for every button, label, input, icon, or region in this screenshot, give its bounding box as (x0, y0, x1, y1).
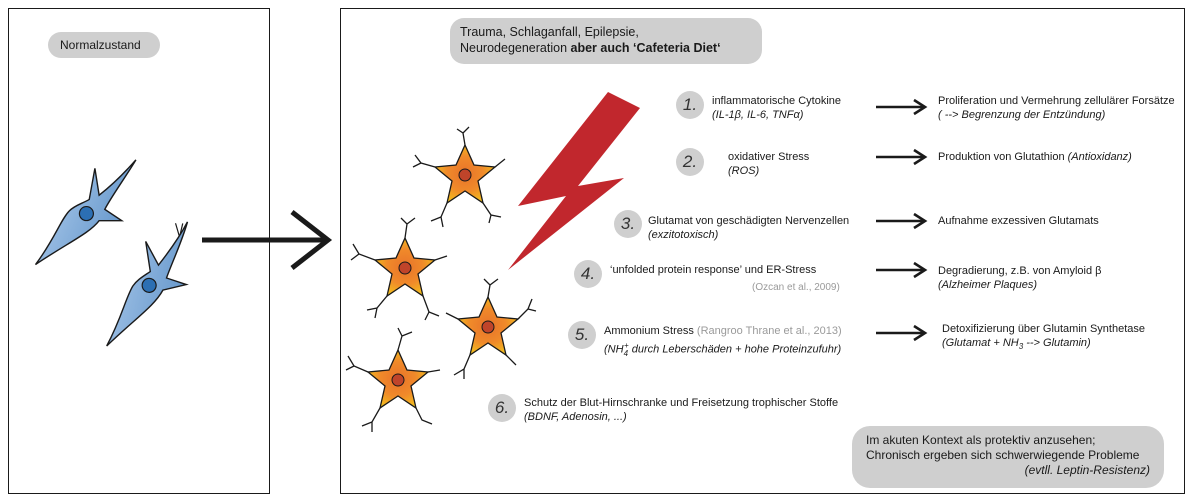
left-panel (8, 8, 270, 494)
item-5-title: Ammonium Stress (Rangroo Thrane et al., … (604, 325, 842, 337)
conclusion-line1: Im akuten Kontext als protektiv anzusehe… (866, 433, 1096, 447)
item-4-number: 4. (574, 260, 602, 288)
item-5-number: 5. (568, 321, 596, 349)
item-6-number: 6. (488, 394, 516, 422)
reactive-astrocyte-3 (445, 278, 537, 379)
conclusion-pill: Im akuten Kontext als protektiv anzusehe… (852, 426, 1164, 488)
header-line1: Trauma, Schlaganfall, Epilepsie, (460, 25, 639, 39)
item-4-effect: Degradierung, z.B. von Amyloid β (938, 265, 1102, 277)
reactive-astrocyte-2 (350, 217, 448, 321)
conclusion-line3: (evtll. Leptin-Resistenz) (1024, 463, 1150, 477)
item-3-sub: (exzitotoxisch) (648, 229, 719, 241)
item-2-effect: Produktion von Glutathion (Antioxidanz) (938, 151, 1132, 163)
item-4-citation: (Ozcan et al., 2009) (752, 282, 840, 293)
item-5-effect-sub: (Glutamat + NH3 --> Glutamin) (942, 337, 1091, 352)
reactive-astrocyte-1 (412, 126, 506, 228)
normal-state-label: Normalzustand (48, 32, 160, 58)
item-2-title: oxidativer Stress (728, 151, 810, 163)
header-line2: Neurodegeneration aber auch ‘Cafeteria D… (460, 41, 721, 55)
item-3-effect: Aufnahme exzessiven Glutamats (938, 215, 1099, 227)
header-pill: Trauma, Schlaganfall, Epilepsie, Neurode… (450, 18, 762, 64)
item-2-number: 2. (676, 148, 704, 176)
item-1-effect-sub: ( --> Begrenzung der Entzündung) (938, 109, 1106, 121)
reactive-astrocyte-4 (345, 327, 441, 432)
item-6-title: Schutz der Blut-Hirnschranke und Freiset… (524, 397, 839, 409)
item-4-title: ‘unfolded protein response’ und ER-Stres… (610, 264, 817, 276)
resting-nucleus-1 (78, 205, 95, 222)
item-1-title: inflammatorische Cytokine (712, 95, 841, 107)
resting-nucleus-2 (141, 277, 157, 293)
item-5-effect: Detoxifizierung über Glutamin Synthetase (942, 323, 1145, 335)
item-4-effect-sub: (Alzheimer Plaques) (938, 279, 1038, 291)
lightning-bolt-icon (508, 92, 640, 270)
item-5-sub: (NH4+ durch Leberschäden + hohe Proteinz… (604, 341, 842, 358)
resting-cell-1 (34, 159, 137, 266)
item-2-sub: (ROS) (728, 165, 760, 177)
item-1-number: 1. (676, 91, 704, 119)
item-3-number: 3. (614, 210, 642, 238)
conclusion-line2: Chronisch ergeben sich schwerwiegende Pr… (866, 448, 1140, 462)
item-1-sub: (IL-1β, IL-6, TNFα) (712, 109, 804, 121)
resting-cell-2 (106, 221, 189, 347)
item-1-effect: Proliferation und Vermehrung zellulärer … (938, 95, 1175, 107)
right-panel (340, 8, 1185, 494)
item-3-title: Glutamat von geschädigten Nervenzellen (648, 215, 850, 227)
effect-arrows (876, 98, 928, 342)
item-6-sub: (BDNF, Adenosin, ...) (524, 411, 627, 423)
transition-arrow (202, 210, 333, 270)
